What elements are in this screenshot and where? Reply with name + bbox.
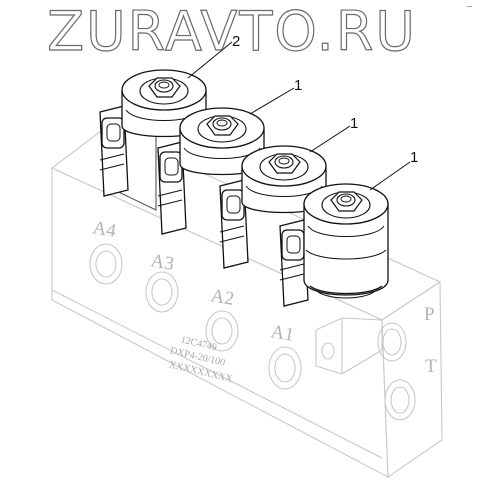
port-label-p: P xyxy=(424,304,435,325)
callout-1a: 1 xyxy=(249,77,302,115)
corner-mark: ~ xyxy=(466,2,473,11)
port-holes xyxy=(89,243,416,421)
port-hole-a2 xyxy=(205,310,239,352)
port-label-a1: A1 xyxy=(269,321,296,346)
solenoid-valve-4 xyxy=(279,183,389,307)
port-hole-pocket xyxy=(321,342,335,360)
port-hole-p xyxy=(377,322,407,362)
port-label-a3: A3 xyxy=(149,250,176,275)
port-label-a2: A2 xyxy=(209,285,236,310)
port-hole-a3 xyxy=(145,271,179,313)
callout-1c: 1 xyxy=(369,149,418,191)
callout-1a-label: 1 xyxy=(294,77,302,94)
watermark-text: ZURAVTO.RU xyxy=(47,0,417,63)
port-hole-a4 xyxy=(89,243,123,285)
callout-2: 2 xyxy=(187,33,240,79)
callout-2-label: 2 xyxy=(232,33,240,50)
port-hole-t xyxy=(384,379,416,421)
callout-1b-label: 1 xyxy=(350,115,358,132)
solenoid-valve-3 xyxy=(219,145,327,269)
callout-1b: 1 xyxy=(309,115,358,153)
port-label-t: T xyxy=(425,356,437,377)
port-label-a4: A4 xyxy=(91,217,118,242)
port-hole-a1 xyxy=(268,346,302,390)
callout-1c-label: 1 xyxy=(410,149,418,166)
